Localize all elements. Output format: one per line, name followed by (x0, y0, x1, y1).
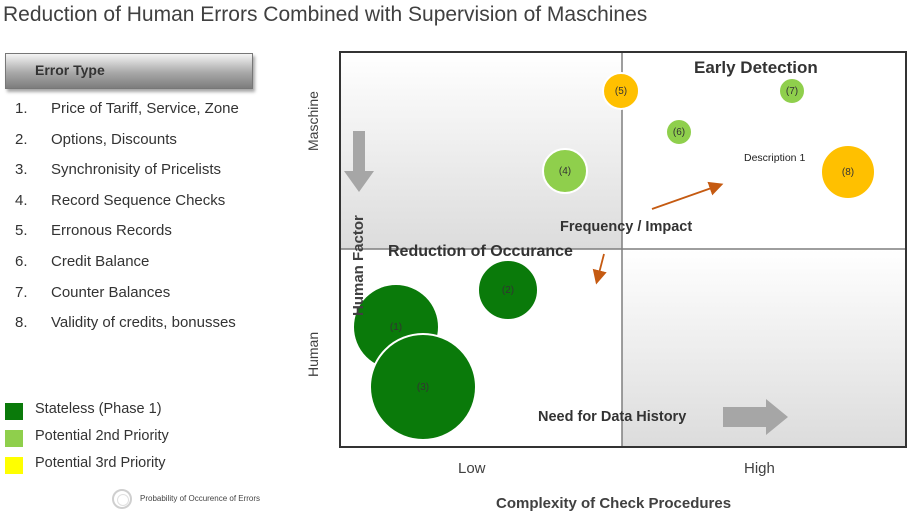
frequency-arrow-icon (651, 181, 724, 210)
legend-label: Potential 3rd Priority (35, 455, 166, 471)
error-type-number: 1. (15, 100, 28, 117)
error-type-list: 1. Price of Tariff, Service, Zone 2. Optio… (15, 100, 239, 345)
error-type-number: 6. (15, 252, 28, 270)
error-type-label: Erronous Records (51, 222, 172, 240)
y-axis-top-label: Maschine (305, 91, 321, 151)
down-arrow-icon (344, 131, 374, 192)
error-type-item: 8. Validity of credits, bonusses (15, 314, 239, 345)
error-type-label: Record Sequence Checks (51, 191, 226, 209)
bubble-8-circle (820, 144, 876, 200)
error-type-label: Counter Balances (51, 283, 171, 301)
legend-swatch (5, 430, 23, 447)
error-type-label: Price of Tariff, Service, Zone (51, 100, 239, 117)
error-type-item: 6. Credit Balance (15, 253, 239, 284)
reduction-of-occurance-label: Reduction of Occurance (388, 243, 573, 260)
error-type-item: 4. Record Sequence Checks (15, 192, 239, 223)
probability-legend-label: Probability of Occurence of Errors (140, 494, 261, 503)
error-type-label: Synchronisity of Pricelists (51, 161, 222, 179)
bubble-2: (2) (477, 259, 539, 321)
bubble-7-circle (778, 77, 806, 105)
error-type-number: 7. (15, 283, 28, 301)
early-detection-label: Early Detection (694, 58, 818, 77)
error-type-item: 2. Options, Discounts (15, 131, 239, 162)
page-title: Reduction of Human Errors Combined with … (3, 3, 648, 26)
error-type-item: 5. Erronous Records (15, 222, 239, 253)
x-axis-high-label: High (744, 460, 775, 477)
bubble-2-label: (2) (502, 285, 514, 296)
legend-swatch (5, 403, 23, 420)
bubble-5: (5) (602, 72, 640, 110)
bubble-6-label: (6) (673, 127, 685, 138)
y-axis-bottom-label: Human (305, 331, 321, 377)
legend-label: Potential 2nd Priority (35, 428, 169, 444)
frequency-impact-label: Frequency / Impact (560, 219, 692, 235)
error-type-number: 5. (15, 222, 28, 240)
x-axis-title: Complexity of Check Procedures (496, 495, 732, 512)
error-type-number: 3. (15, 161, 28, 179)
bubble-5-label: (5) (615, 86, 627, 97)
bubble-7: (7) (778, 77, 806, 105)
bubble-1-label: (1) (390, 322, 402, 333)
error-type-number: 8. (15, 314, 28, 332)
bubble-6: (6) (665, 118, 693, 146)
description-1-label: Description 1 (744, 152, 805, 164)
bubble-5-circle (602, 72, 640, 110)
error-type-item: 1. Price of Tariff, Service, Zone (15, 100, 239, 131)
bubble-3-label: (3) (417, 382, 429, 393)
bubble-3-circle (369, 333, 477, 441)
legend-swatch (5, 457, 23, 474)
error-type-label: Validity of credits, bonusses (51, 314, 236, 332)
bubble-4: (4) (542, 148, 588, 194)
bubble-4-label: (4) (559, 166, 571, 177)
legend-label: Stateless (Phase 1) (35, 401, 162, 417)
error-type-item: 3. Synchronisity of Pricelists (15, 161, 239, 192)
bubble-6-circle (665, 118, 693, 146)
error-type-number: 4. (15, 191, 28, 209)
bubble-4-circle (542, 148, 588, 194)
right-arrow-icon (723, 399, 788, 435)
occurance-arrow-icon (592, 253, 607, 285)
error-type-header-label: Error Type (35, 62, 105, 78)
bubble-8-label: (8) (842, 167, 854, 178)
error-type-header: Error Type (5, 53, 253, 89)
bubble-2-circle (477, 259, 539, 321)
need-for-data-history-label: Need for Data History (538, 409, 686, 425)
error-type-item: 7. Counter Balances (15, 284, 239, 315)
probability-circle-icon (112, 489, 132, 509)
bubble-7-label: (7) (786, 86, 798, 97)
x-axis-low-label: Low (458, 460, 486, 477)
priority-matrix: (1) (3) (2) (4) (5) (6) (7) (8) (339, 51, 907, 453)
human-factor-label: Human Factor (350, 215, 367, 316)
error-type-label: Options, Discounts (51, 130, 177, 148)
error-type-number: 2. (15, 130, 28, 148)
bubble-3: (3) (369, 333, 477, 441)
error-type-label: Credit Balance (51, 252, 150, 270)
matrix-canvas: (1) (3) (2) (4) (5) (6) (7) (8) (339, 51, 907, 448)
bubble-8: (8) (820, 144, 876, 200)
